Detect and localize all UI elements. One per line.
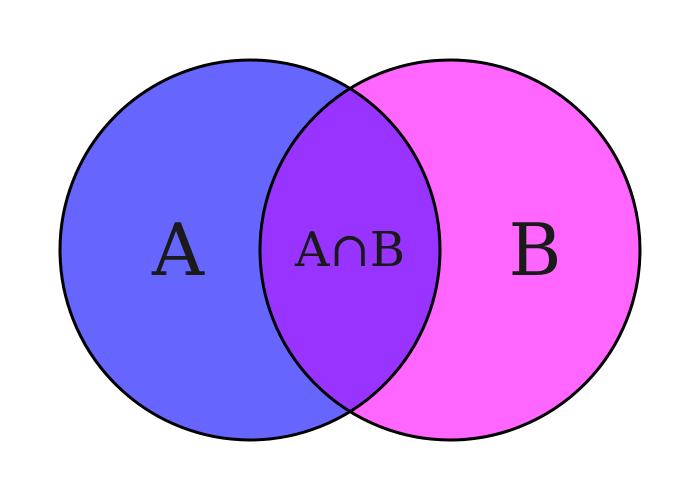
intersection-label: A∩B	[294, 222, 405, 278]
set-a-label: A	[151, 208, 205, 292]
set-b-label: B	[509, 208, 562, 292]
intersection-region	[260, 60, 440, 440]
